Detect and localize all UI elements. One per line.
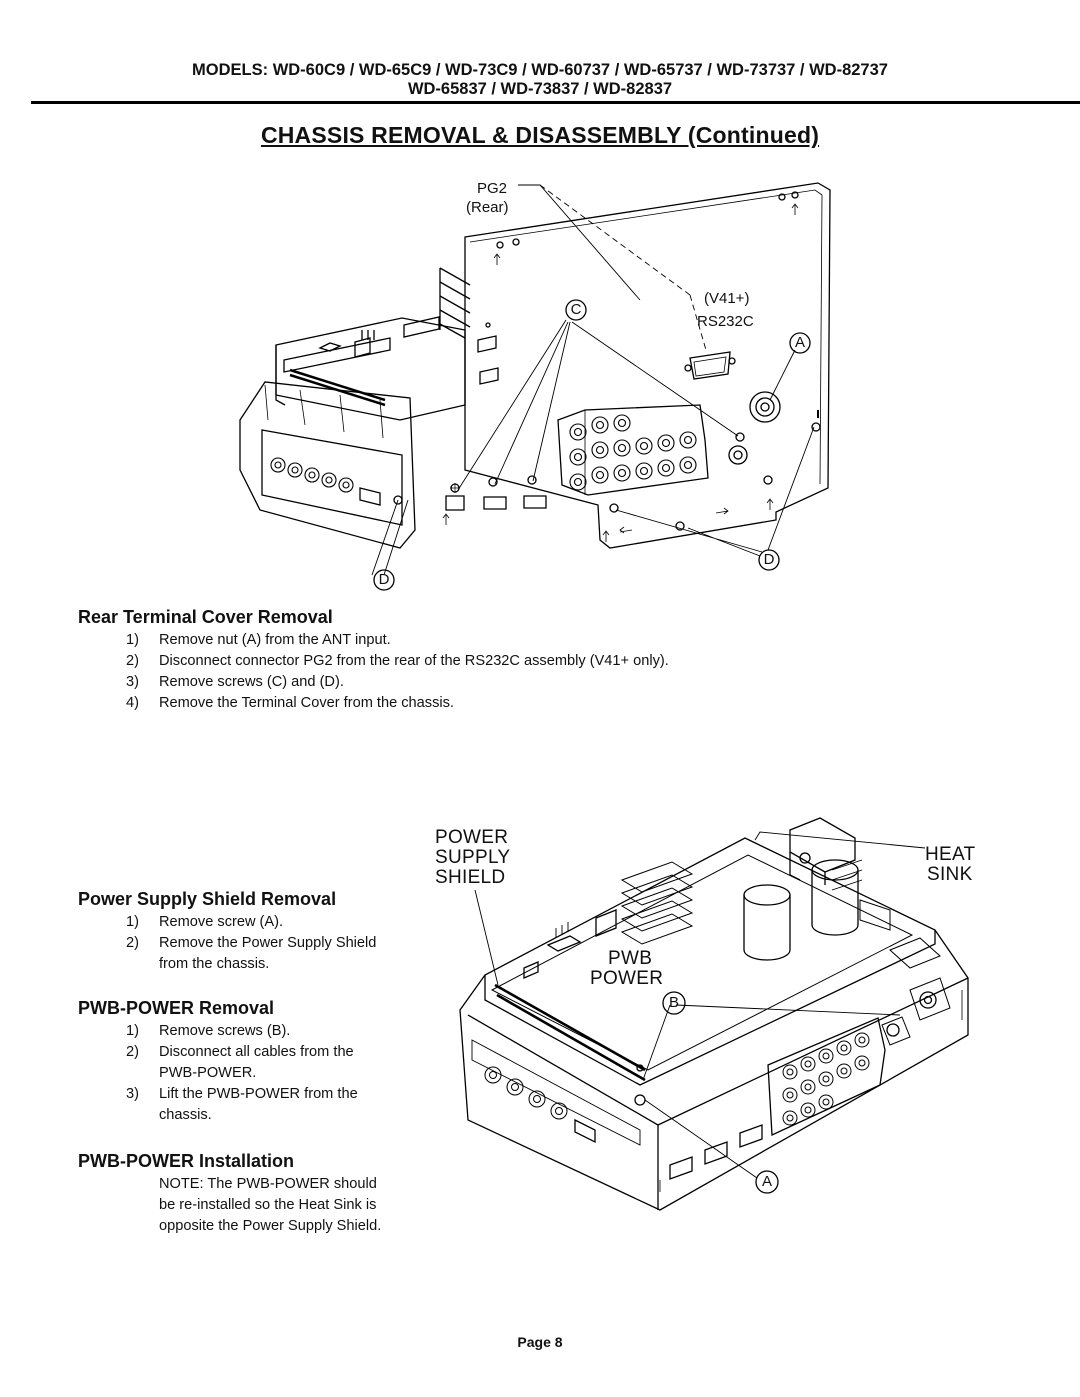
pwb-install-note-2: be re-installed so the Heat Sink is (159, 1197, 377, 1213)
pwb-removal-steps: 1)Remove screws (B). 2)Disconnect all ca… (126, 1023, 358, 1123)
power-supply-label-2: SUPPLY (435, 847, 511, 868)
pwb-install-note-1: NOTE: The PWB-POWER should (159, 1176, 377, 1192)
page-title: CHASSIS REMOVAL & DISASSEMBLY (Continued… (260, 122, 820, 148)
v41-label: (V41+) (704, 290, 750, 307)
callout-a-top: A (794, 334, 805, 351)
heat-sink-label-1: HEAT (925, 844, 976, 865)
rear-terminal-diagram (239, 182, 831, 591)
callout-a-bottom: A (761, 1173, 772, 1190)
models-line-2: WD-65837 / WD-73837 / WD-82837 (407, 80, 673, 98)
rear-cover-heading: Rear Terminal Cover Removal (78, 607, 333, 627)
pwb-label-1: PWB (608, 948, 653, 969)
callout-b: B (668, 994, 679, 1011)
pg2-label: PG2 (477, 180, 508, 197)
header-rule (31, 101, 1080, 104)
callout-c: C (570, 301, 582, 318)
models-line-1: MODELS: WD-60C9 / WD-65C9 / WD-73C9 / WD… (192, 61, 888, 79)
callout-d-right: D (763, 551, 775, 568)
power-supply-label-3: SHIELD (435, 867, 506, 888)
pwb-install-note-3: opposite the Power Supply Shield. (159, 1218, 382, 1234)
rear-cover-steps: 1)Remove nut (A) from the ANT input. 2)D… (126, 632, 669, 711)
pwb-install-heading: PWB-POWER Installation (78, 1151, 294, 1171)
callout-d-left: D (378, 571, 390, 588)
pwb-label-2: POWER (590, 968, 664, 989)
heat-sink-label-2: SINK (927, 864, 973, 885)
pwb-removal-heading: PWB-POWER Removal (78, 998, 275, 1018)
shield-steps: 1)Remove screw (A). 2)Remove the Power S… (126, 914, 377, 972)
rear-label: (Rear) (466, 199, 509, 216)
shield-heading: Power Supply Shield Removal (78, 889, 337, 909)
power-supply-label-1: POWER (435, 827, 509, 848)
page-number: Page 8 (517, 1334, 563, 1350)
rs232c-label: RS232C (697, 313, 754, 330)
